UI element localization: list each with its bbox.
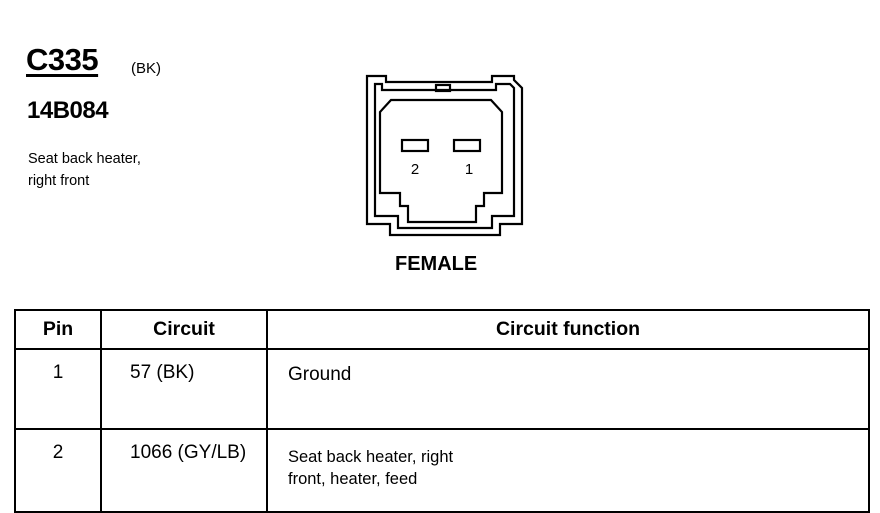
latch-tab [434, 83, 452, 93]
table-row: 1 57 (BK) Ground [14, 348, 870, 430]
description-line-2: right front [28, 173, 90, 189]
pin-table: Pin Circuit Circuit function 1 57 (BK) G… [14, 309, 870, 513]
connector-color: (BK) [131, 60, 161, 77]
function-line-2: front, heater, feed [288, 470, 418, 488]
pin-1-terminal [452, 138, 482, 153]
circuit-cell: 1066 (GY/LB) [100, 428, 268, 513]
connector-housing [378, 98, 504, 224]
connector-outline [365, 74, 524, 237]
header-function: Circuit function [266, 309, 870, 350]
connector-id: C335 [26, 42, 99, 77]
header-pin: Pin [14, 309, 102, 350]
pin-cell: 2 [14, 428, 102, 513]
connector-diagram: 2 1 [365, 74, 524, 237]
pin-cell: 1 [14, 348, 102, 430]
description-line-1: Seat back heater, [28, 151, 141, 167]
function-line-1: Seat back heater, right [288, 448, 454, 466]
function-line-1: Ground [288, 364, 352, 385]
connector-inner-outline [373, 82, 516, 230]
header-circuit: Circuit [100, 309, 268, 350]
function-cell: Ground [266, 348, 870, 430]
part-number: 14B084 [27, 97, 109, 124]
connector-gender-label: FEMALE [395, 253, 478, 275]
table-header-row: Pin Circuit Circuit function [14, 309, 870, 350]
function-cell: Seat back heater, right front, heater, f… [266, 428, 870, 513]
connector-description: Seat back heater, right front [28, 148, 228, 192]
pin-2-terminal [400, 138, 430, 153]
pin-1-label: 1 [465, 161, 473, 178]
circuit-cell: 57 (BK) [100, 348, 268, 430]
pin-2-label: 2 [411, 161, 419, 178]
table-row: 2 1066 (GY/LB) Seat back heater, right f… [14, 428, 870, 513]
